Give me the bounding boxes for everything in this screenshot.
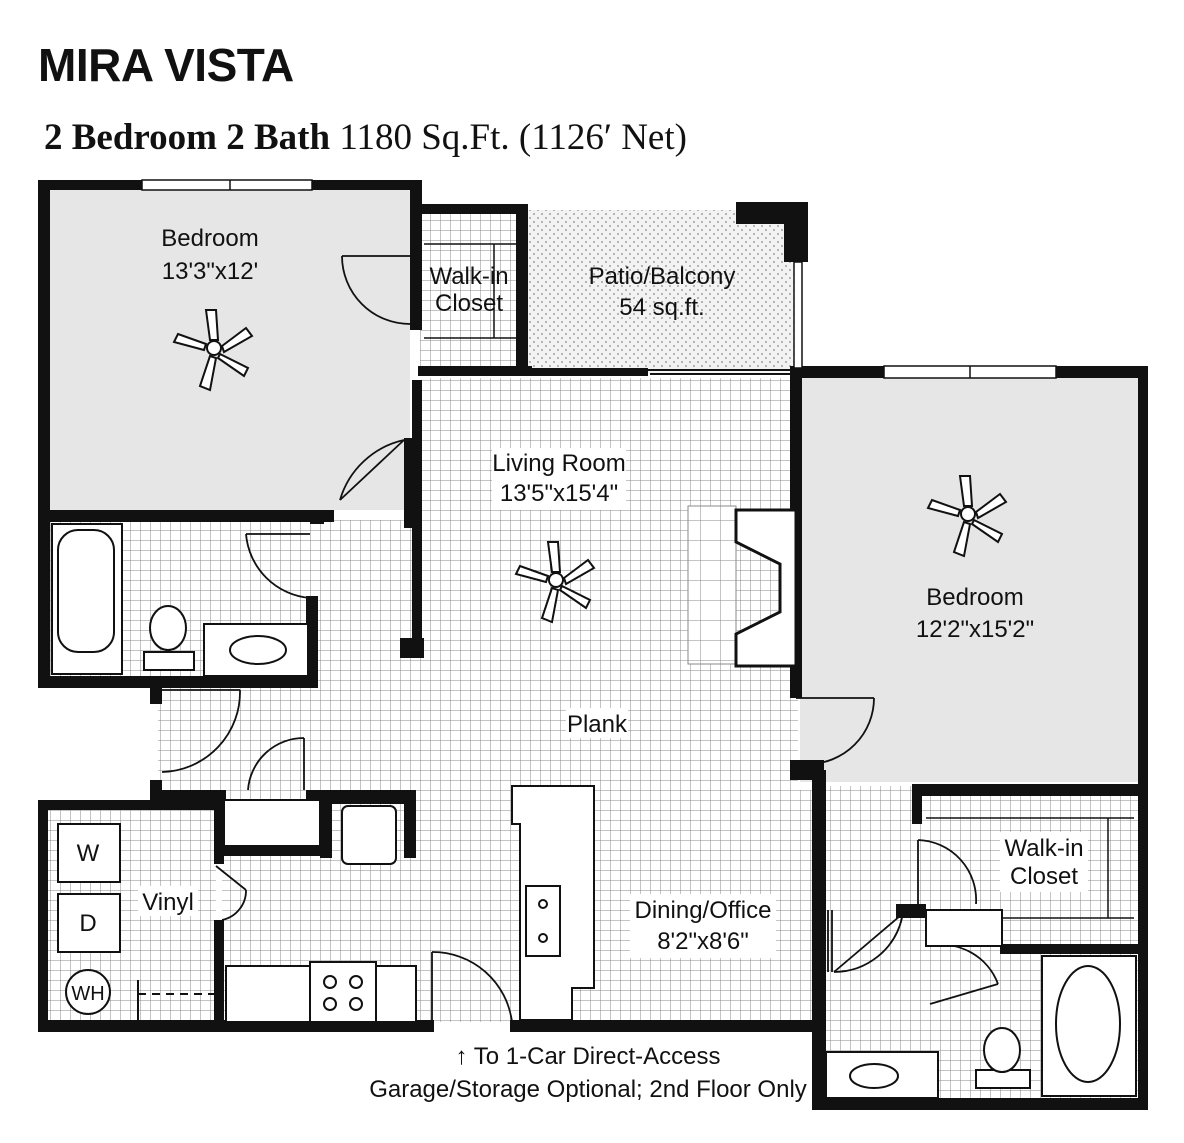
bath1-fixtures [51, 523, 309, 677]
bathtub [57, 529, 115, 653]
bedroom1-label: Bedroom [161, 225, 258, 252]
patio-slider-door [648, 369, 790, 375]
garage-note-line2: Garage/Storage Optional; 2nd Floor Only [369, 1076, 807, 1103]
bathtub-2 [1055, 965, 1121, 1083]
closet2-shelves [926, 817, 1134, 919]
bedroom2-label: Bedroom [926, 584, 1023, 611]
toilet-2 [983, 1027, 1021, 1073]
stove [309, 961, 377, 1023]
dining-label: Dining/Office [635, 897, 772, 924]
dryer-label: D [79, 910, 96, 937]
patio-floor [528, 210, 796, 374]
washer-label: W [77, 840, 100, 867]
living-room-label: Living Room [492, 450, 625, 477]
bedroom1-dims: 13'3"x12' [162, 258, 258, 285]
bedroom2-dims: 12'2"x15'2" [916, 616, 1034, 643]
doors [161, 255, 999, 1023]
closet1-shelves [424, 243, 516, 339]
closet1-label: Walk-in [429, 263, 508, 290]
beds-baths: 2 Bedroom 2 Bath [44, 117, 331, 158]
sink [229, 635, 287, 665]
fireplace-hearth [687, 505, 737, 665]
closet1-label-2: Closet [435, 290, 503, 317]
kitchen-fixtures [223, 785, 595, 1023]
living-room-dims: 13'5"x15'4" [500, 480, 618, 507]
plan-title: MIRA VISTA [38, 39, 294, 91]
fireplace [734, 508, 798, 668]
patio-label: Patio/Balcony [589, 263, 736, 290]
bedroom2-floor [800, 376, 1138, 782]
dining-dims: 8'2"x8'6" [657, 928, 749, 955]
walls [38, 180, 1148, 1110]
plank-flooring-label: Plank [567, 711, 628, 738]
patio-dims: 54 sq.ft. [619, 294, 704, 321]
windows [141, 179, 1057, 379]
vinyl-flooring-label: Vinyl [142, 889, 194, 916]
closet2-label: Walk-in [1004, 835, 1083, 862]
toilet [149, 605, 187, 651]
refrigerator [341, 805, 397, 865]
closet1-floor [420, 212, 520, 368]
sink-2 [849, 1063, 899, 1089]
laundry-fixtures [57, 823, 214, 1020]
bath2-fixtures [825, 909, 1137, 1099]
water-heater-label: WH [71, 983, 104, 1005]
plan-subtitle: 2 Bedroom 2 Bath 1180 Sq.Ft. (1126′ Net) [44, 116, 687, 159]
square-footage: 1180 Sq.Ft. (1126′ Net) [339, 117, 687, 158]
closet2-label-2: Closet [1010, 863, 1078, 890]
garage-note-line1: ↑ To 1-Car Direct-Access [456, 1043, 721, 1070]
